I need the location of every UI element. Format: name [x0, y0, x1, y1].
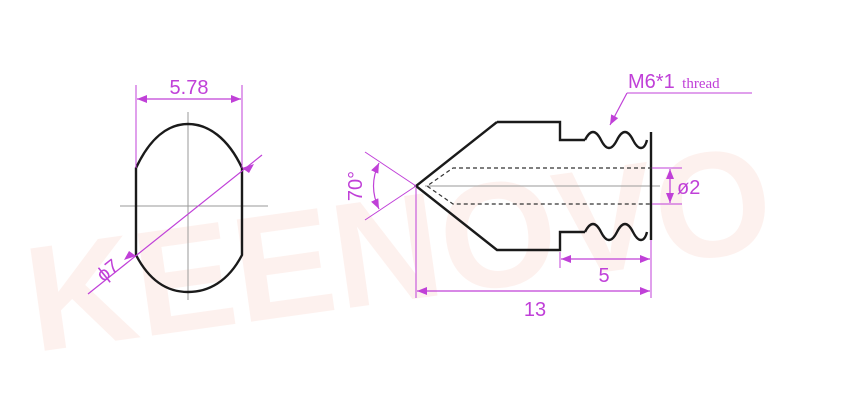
thread-bottom: [583, 222, 649, 242]
angle-arc: [371, 162, 380, 210]
total-length-label: 13: [524, 299, 546, 321]
arrow-icon: [242, 164, 254, 173]
bore-label: ø2: [677, 177, 700, 199]
width-label: 5.78: [170, 77, 209, 99]
thread-callout: M6*1 thread: [628, 71, 720, 93]
angle-extension: [364, 151, 417, 187]
angle-extension: [364, 185, 417, 221]
watermark: KEENOVO: [16, 113, 782, 384]
thread-spec: M6*1: [628, 71, 675, 93]
thread-length-label: 5: [598, 265, 609, 287]
thread-top: [583, 130, 649, 150]
hex-flat-outline: [134, 122, 244, 294]
arrow-icon: [124, 251, 136, 260]
callout-leader: [609, 92, 628, 126]
thread-suffix: thread: [682, 76, 720, 92]
diameter-dimension-line: [87, 154, 263, 295]
body-outline-top: [497, 120, 585, 142]
body-outline-cone: [414, 121, 585, 252]
angle-label: 70°: [345, 171, 367, 201]
side-view: 70° ø2 5 13 M6*1 thread: [345, 71, 752, 321]
